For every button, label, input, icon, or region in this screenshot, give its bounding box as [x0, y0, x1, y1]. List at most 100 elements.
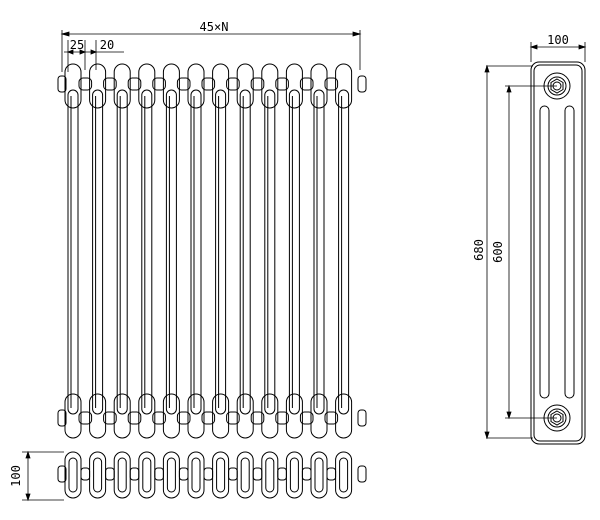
column-tube	[239, 89, 251, 415]
column-link-top	[152, 77, 166, 91]
column-bottom-cap	[285, 393, 303, 439]
column-tube	[264, 89, 276, 415]
plan-column-outline	[212, 451, 230, 499]
plan-column-inner	[339, 457, 349, 493]
plan-column-link	[203, 467, 214, 481]
side-body-outer	[530, 61, 586, 445]
column-tube	[67, 89, 79, 415]
plan-column-outline	[64, 451, 82, 499]
radiator-column	[89, 63, 117, 439]
outlet-plug-bottom	[357, 409, 367, 427]
plan-column	[162, 451, 189, 499]
plan-column-inner	[289, 457, 299, 493]
outlet-plug-top	[357, 75, 367, 93]
column-link-top	[299, 77, 314, 91]
plan-column-inner	[117, 457, 127, 493]
column-bottom-cap	[64, 393, 82, 439]
plan-column	[285, 451, 312, 499]
radiator-column	[187, 63, 216, 439]
plan-column-link	[301, 467, 312, 481]
plan-column-outline	[138, 451, 156, 499]
side-view	[530, 61, 586, 445]
column-top-cap	[236, 63, 254, 109]
plan-column	[236, 451, 263, 499]
column-top-cap	[138, 63, 156, 109]
plan-column-outline	[187, 451, 205, 499]
plan-column-outline	[310, 451, 328, 499]
plan-column	[310, 451, 337, 499]
plan-column	[64, 451, 91, 499]
column-tube	[215, 89, 227, 415]
side-tube-1	[539, 105, 550, 399]
plan-column-inner	[314, 457, 324, 493]
plan-column-link	[105, 467, 115, 481]
radiator-column	[113, 63, 142, 439]
dimension-bottom-depth	[22, 450, 64, 502]
column-link-top	[324, 77, 339, 91]
plan-column-inner	[265, 457, 275, 493]
radiator-column	[261, 63, 289, 439]
plan-column-inner	[216, 457, 226, 493]
column-tube	[165, 89, 177, 415]
plan-column-link	[277, 467, 287, 481]
plan-column-outline	[113, 451, 131, 499]
column-top-cap	[335, 63, 353, 109]
plan-column-inner	[240, 457, 250, 493]
plan-column-inner	[68, 457, 78, 493]
column-link-top	[127, 77, 142, 91]
column-tube	[92, 89, 104, 415]
column-top-cap	[113, 63, 131, 109]
plan-column-inner	[191, 457, 201, 493]
column-link-top	[176, 77, 191, 91]
plan-column-outline	[236, 451, 254, 499]
plan-column-inner	[93, 457, 103, 493]
column-link-top	[226, 77, 240, 91]
plan-column-inner	[142, 457, 152, 493]
plan-column-outline	[89, 451, 107, 499]
plan-column	[212, 451, 238, 499]
plan-column-link	[80, 467, 91, 481]
column-link-top	[250, 77, 265, 91]
plan-column-link	[154, 467, 164, 481]
column-link-top	[103, 77, 117, 91]
dimension-side-depth-label: 100	[547, 33, 569, 47]
side-tube-2	[564, 105, 575, 399]
plan-column-outline	[261, 451, 279, 499]
column-tube	[141, 89, 153, 415]
dimension-total-width	[60, 30, 362, 72]
plan-column	[89, 451, 115, 499]
column-link-bottom	[78, 411, 93, 425]
plan-column-link	[129, 467, 140, 481]
dimension-overall-height-label: 680	[472, 239, 486, 261]
dimension-section-pitch-label: 20	[100, 38, 114, 52]
plan-column-inner	[166, 457, 176, 493]
column-link-bottom	[275, 411, 289, 425]
column-top-cap	[64, 63, 82, 109]
column-top-cap	[187, 63, 205, 109]
plan-plug-left	[57, 465, 67, 483]
column-bottom-cap	[138, 393, 156, 439]
column-link-bottom	[324, 411, 339, 425]
plan-column	[187, 451, 214, 499]
column-top-cap	[285, 63, 303, 109]
column-link-bottom	[250, 411, 265, 425]
plan-view	[57, 451, 367, 499]
dimension-section-spacing	[64, 40, 124, 72]
column-bottom-cap	[212, 393, 230, 439]
column-top-cap	[89, 63, 107, 109]
dimension-bottom-depth-label: 100	[9, 465, 23, 487]
front-view	[57, 63, 367, 439]
radiator-column	[310, 63, 339, 439]
plan-column	[113, 451, 140, 499]
plan-column-outline	[335, 451, 353, 499]
dimension-total-width-label: 45×N	[200, 20, 229, 34]
plan-column-link	[178, 467, 189, 481]
bottom-connector-nut	[550, 410, 564, 426]
radiator-column	[335, 63, 353, 439]
side-body-inner	[533, 64, 583, 442]
column-top-cap	[162, 63, 180, 109]
column-bottom-cap	[310, 393, 328, 439]
radiator-column	[212, 63, 240, 439]
plan-plug-right	[357, 465, 367, 483]
